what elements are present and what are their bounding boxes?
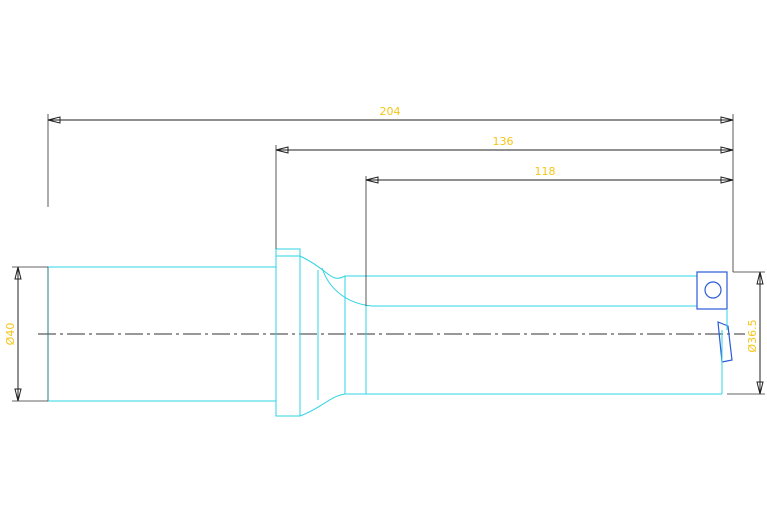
dim-overall-length	[47, 114, 734, 272]
neck	[321, 267, 373, 394]
dim-overall-length-label: 204	[380, 105, 401, 118]
dim-shank-diameter	[12, 266, 48, 402]
flange	[275, 248, 346, 417]
dim-flute-length	[365, 176, 734, 306]
dim-flute-length-label: 118	[535, 165, 556, 178]
dim-body-length	[275, 145, 734, 249]
drill-body	[345, 275, 722, 395]
dim-cutting-diameter	[727, 271, 765, 395]
dim-cutting-diameter-label: Ø36.5	[746, 319, 759, 352]
insert-screw-icon	[704, 281, 722, 299]
drill-tip	[696, 271, 733, 394]
dim-body-length-label: 136	[493, 135, 514, 148]
dim-shank-diameter-label: Ø40	[4, 323, 17, 346]
